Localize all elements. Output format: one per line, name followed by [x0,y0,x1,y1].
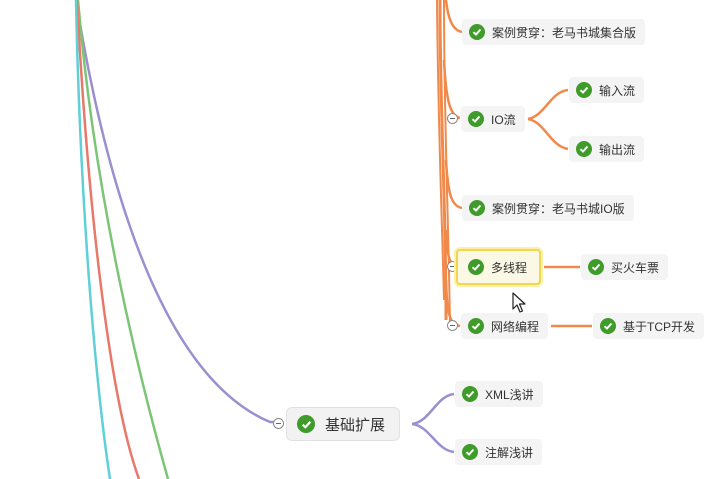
node-label: 基于TCP开发 [623,319,696,334]
node-multithread[interactable]: 多线程 [456,249,542,285]
check-circle-icon [462,386,478,402]
check-circle-icon [468,259,484,275]
io-to-input [527,88,569,121]
node-label: 注解浅讲 [485,445,534,460]
to-case-full [444,0,463,34]
node-xml[interactable]: XML浅讲 [455,381,543,407]
node-label: 案例贯穿：老马书城集合版 [492,25,637,40]
node-network[interactable]: 网络编程 [461,313,549,339]
branch-line-purple [74,0,282,424]
branch-line-cyan [74,0,112,479]
node-io-stream[interactable]: IO流 [461,106,525,132]
check-circle-icon [462,444,478,460]
mouse-pointer-icon [512,292,526,313]
branch-line-red [75,0,141,479]
check-circle-icon [468,111,484,127]
check-circle-icon [297,415,315,433]
node-label: 输出流 [599,142,636,157]
node-tcp-dev[interactable]: 基于TCP开发 [593,313,705,339]
to-case-io [444,159,463,210]
to-io [442,59,461,120]
collapse-basic-ext-icon[interactable] [273,418,284,429]
collapse-network-icon[interactable] [447,320,458,331]
check-circle-icon [469,24,485,40]
node-case-full[interactable]: 案例贯穿：老马书城集合版 [462,19,646,45]
check-circle-icon [576,141,592,157]
ext-to-annotation [411,422,455,454]
orange-trunk-3 [436,0,445,301]
node-label: 案例贯穿：老马书城IO版 [492,201,625,216]
orange-trunk-1 [438,0,448,321]
node-label: 买火车票 [611,260,660,275]
node-label: XML浅讲 [485,387,534,402]
collapse-io-icon[interactable] [447,113,458,124]
check-circle-icon [600,318,616,334]
ext-to-xml [411,392,455,426]
check-circle-icon [469,200,485,216]
node-input-stream[interactable]: 输入流 [569,77,645,103]
branch-line-green [76,0,170,479]
check-circle-icon [468,318,484,334]
check-circle-icon [588,259,604,275]
io-to-output [527,117,569,151]
node-label: IO流 [491,112,516,127]
check-circle-icon [576,82,592,98]
node-label: 多线程 [491,260,528,275]
node-annotation[interactable]: 注解浅讲 [455,439,543,465]
node-case-io[interactable]: 案例贯穿：老马书城IO版 [462,195,634,221]
node-label: 基础扩展 [325,416,386,434]
node-train-ticket[interactable]: 买火车票 [581,254,669,280]
node-output-stream[interactable]: 输出流 [569,136,645,162]
node-basic-ext[interactable]: 基础扩展 [286,407,401,441]
node-label: 网络编程 [491,319,540,334]
node-label: 输入流 [599,83,636,98]
